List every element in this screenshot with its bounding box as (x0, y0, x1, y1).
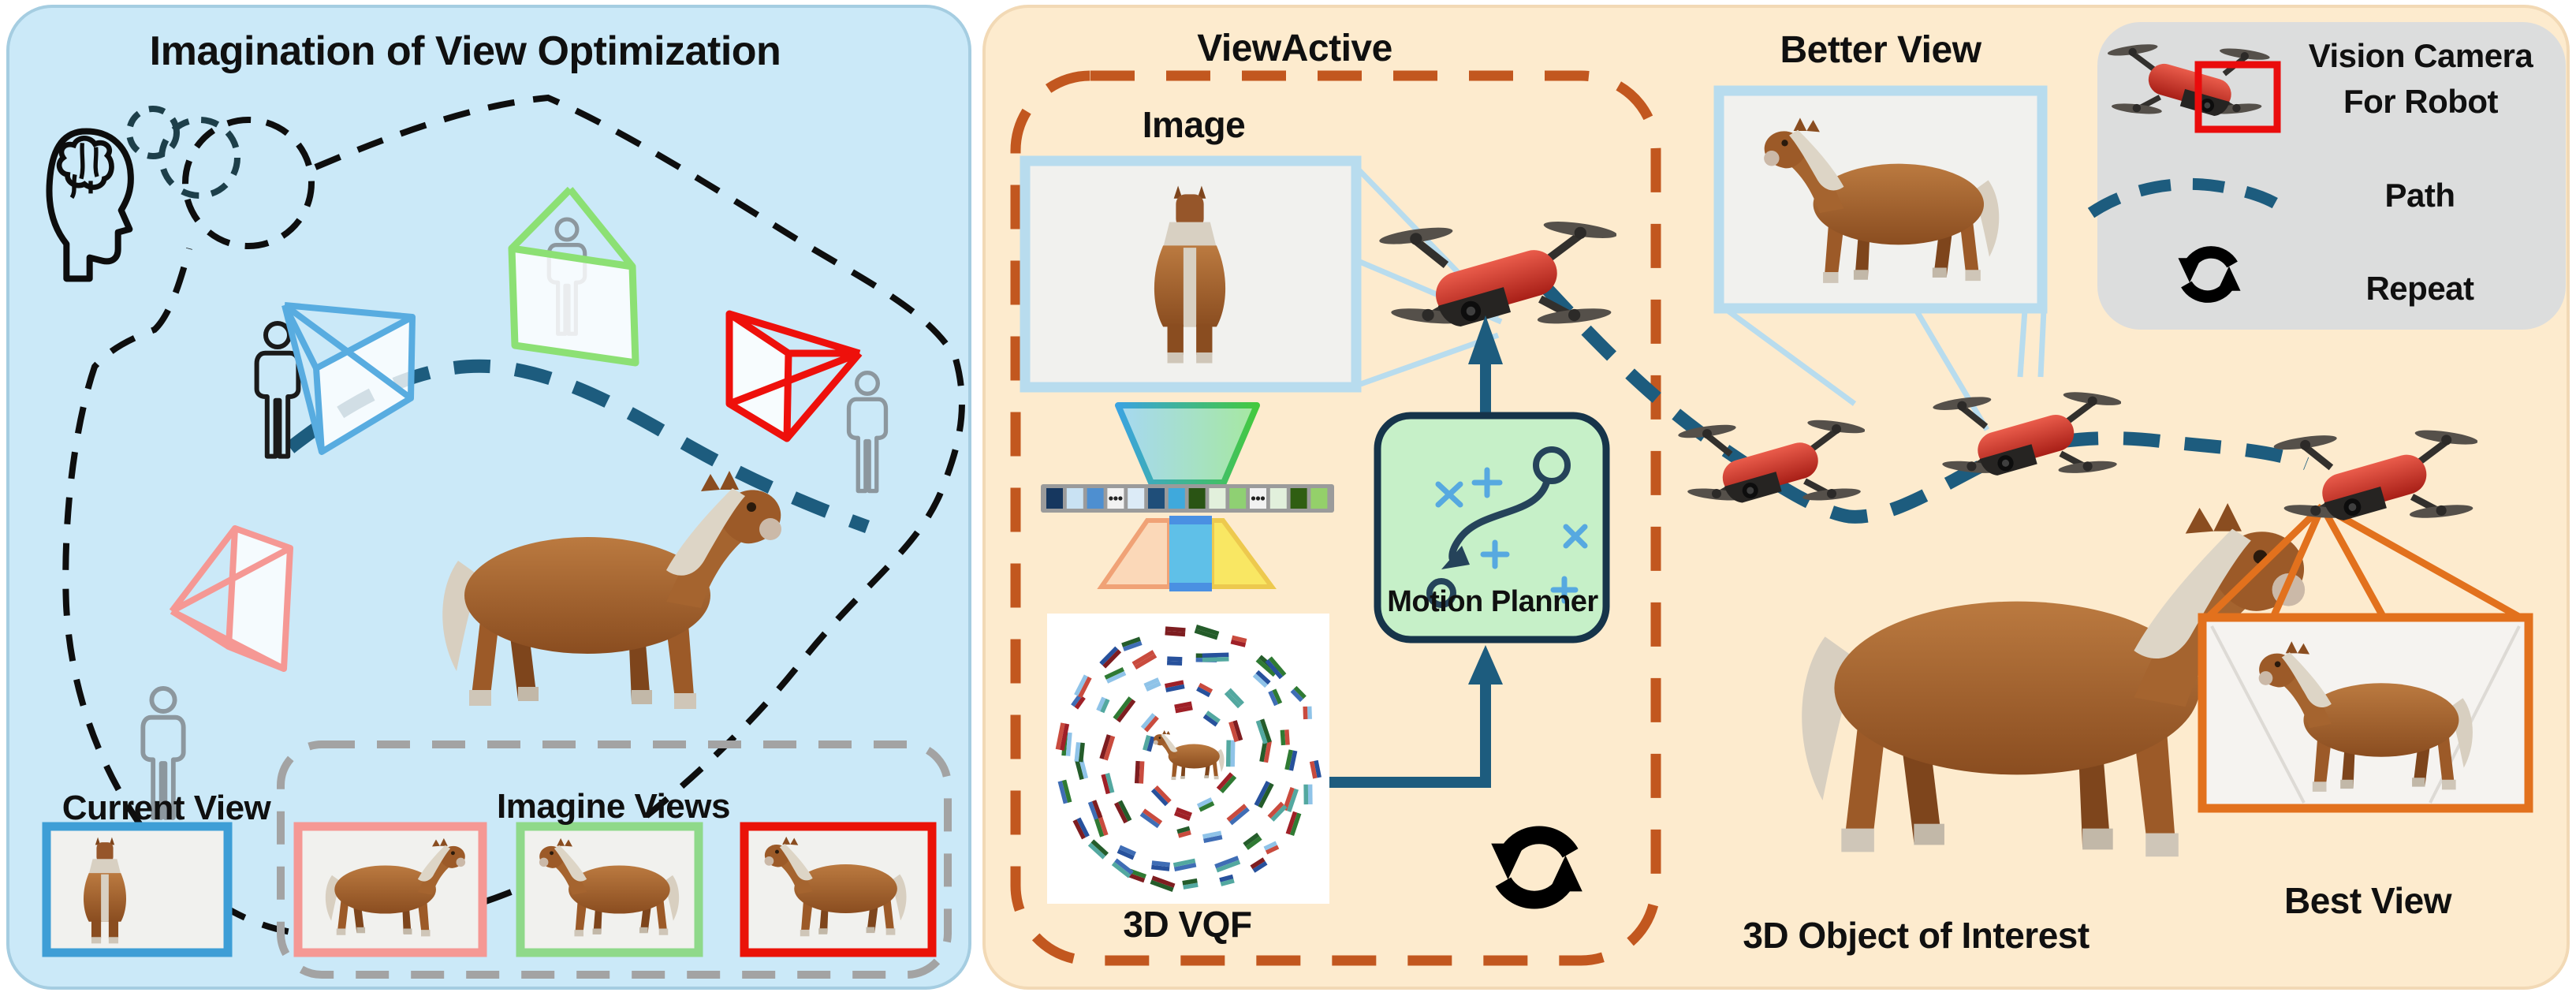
brain-head-icon (49, 131, 130, 278)
imagine-views-dashed-box (277, 740, 952, 979)
object-of-interest-label: 3D Object of Interest (1743, 915, 2090, 956)
motion-planner-label: Motion Planner (1387, 585, 1598, 618)
legend-repeat-label: Repeat (2365, 270, 2474, 307)
camera-frustum-blue-icon (281, 302, 416, 455)
thought-bubble-large-icon (182, 117, 315, 249)
current-view-label: Current View (62, 789, 271, 827)
motion-plan-icon (1426, 446, 1588, 608)
person-icon-red-view (849, 373, 886, 491)
legend-path-sample (2087, 177, 2279, 218)
vision-camera-highlight-rect (2194, 61, 2281, 133)
thought-bubble-medium-icon (158, 117, 240, 199)
legend-path-label: Path (2384, 177, 2455, 214)
drone-robot-2 (1677, 417, 1866, 505)
drone-robot-1 (1378, 218, 1618, 331)
arrowhead-into-motion-planner (1468, 645, 1503, 685)
image-label: Image (1142, 104, 1246, 145)
vqf-label: 3D VQF (1123, 904, 1252, 945)
viewactive-dashed-boundary (1010, 70, 1661, 966)
vqf-feature-blocks (1055, 625, 1322, 892)
imagine-views-label: Imagine Views (497, 787, 730, 826)
thought-bubble-small-icon (126, 106, 180, 159)
encoder-trapezoid (1115, 402, 1260, 486)
camera-frustum-red-icon (725, 310, 863, 442)
arrowhead-to-drone (1468, 315, 1503, 364)
feature-vector-cells (1046, 488, 1328, 509)
arrow-vqf-to-motion-planner (1329, 683, 1491, 788)
drone-robot-4 (2273, 427, 2479, 524)
repeat-cycle-icon (1491, 835, 1583, 900)
horse-3d-object-left (442, 471, 781, 709)
legend-vision-camera-line2: For Robot (2343, 82, 2499, 120)
view-cone-drone-to-best-view (2203, 503, 2526, 622)
camera-frustum-green-icon (508, 186, 639, 367)
best-view-label: Best View (2284, 880, 2451, 921)
robot-path-dashed-line (1538, 281, 2309, 524)
camera-frustum-pink-icon (169, 525, 293, 672)
legend-vision-camera-label: Vision Camera For Robot (2282, 33, 2559, 125)
better-view-label: Better View (1780, 29, 1981, 71)
legend-vision-camera-line1: Vision Camera (2308, 37, 2533, 74)
feature-vector-bar (1041, 484, 1334, 513)
right-panel-title: ViewActive (1197, 28, 1392, 69)
view-cone-drones-to-better-view (1724, 308, 2047, 431)
decoder-trapezoid (1097, 516, 1277, 591)
imagination-cloud-outline (62, 94, 965, 938)
current-view-box (42, 822, 233, 957)
left-panel-title: Imagination of View Optimization (149, 28, 781, 74)
